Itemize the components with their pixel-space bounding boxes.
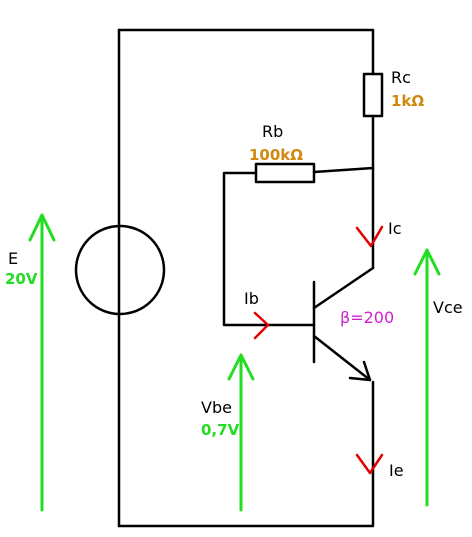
rc-name-label: Rc	[391, 68, 411, 87]
voltage-source	[74, 224, 166, 316]
wire-bottom	[117, 380, 375, 528]
emitter-arrow	[348, 360, 372, 382]
ib-label: Ib	[244, 289, 259, 308]
e-arrow	[28, 213, 56, 512]
vbe-name-label: Vbe	[201, 398, 232, 417]
resistor-rb	[254, 162, 316, 184]
rc-value-label: 1kΩ	[391, 92, 424, 110]
ic-label: Ic	[388, 219, 402, 238]
beta-label: β=200	[340, 308, 394, 327]
resistor-rc	[362, 72, 384, 118]
transistor-collector	[312, 266, 375, 310]
ic-arrow	[355, 225, 384, 248]
rb-value-label: 100kΩ	[249, 146, 303, 164]
vbe-arrow	[227, 353, 255, 512]
ie-label: Ie	[389, 461, 404, 480]
transistor-emitter	[312, 334, 372, 382]
vbe-value-label: 0,7V	[201, 421, 240, 439]
ib-arrow	[253, 311, 270, 340]
vce-arrow	[413, 248, 441, 507]
wire-top	[117, 28, 375, 76]
source-name-label: E	[8, 249, 18, 268]
source-value-label: 20V	[5, 270, 38, 288]
ie-arrow	[355, 453, 384, 475]
rb-name-label: Rb	[262, 122, 283, 141]
wire-rb-right	[312, 166, 375, 174]
vce-label: Vce	[433, 298, 463, 317]
wire-rb-left	[222, 171, 316, 327]
